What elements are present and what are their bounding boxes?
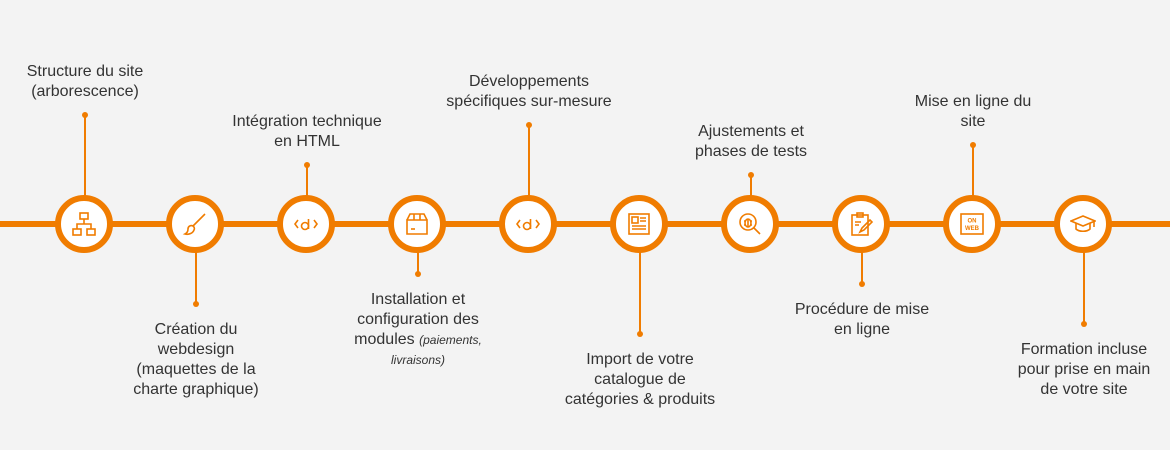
badge-bottom-text: WEB <box>965 226 980 232</box>
bug-search-icon <box>739 213 761 235</box>
connector-line <box>750 175 752 199</box>
code-icon <box>294 219 318 231</box>
label-line: catégories & produits <box>564 391 716 408</box>
step-label: Installation et configuration des module… <box>318 290 518 370</box>
connector-dot <box>193 301 199 307</box>
sitemap-icon <box>72 212 96 236</box>
label-line: webdesign <box>157 341 235 358</box>
graduation-cap-icon <box>1070 215 1096 233</box>
label-line: Intégration technique <box>232 113 382 130</box>
label-line: spécifiques sur-mesure <box>446 93 612 110</box>
badge-top-text: ON <box>968 219 977 225</box>
step-label: Intégration technique en HTML <box>207 112 407 152</box>
step-label: Ajustements et phases de tests <box>651 122 851 162</box>
step-node <box>832 195 890 253</box>
step-label: Procédure de mise en ligne <box>762 300 962 340</box>
step-node <box>55 195 113 253</box>
label-line: modules <box>354 331 415 348</box>
connector-line <box>417 249 419 273</box>
connector-dot <box>859 281 865 287</box>
label-line: Structure du site <box>26 63 144 80</box>
label-line: de votre site <box>1040 381 1128 398</box>
label-line: Mise en ligne du <box>914 93 1032 110</box>
label-line: charte graphique) <box>133 381 259 398</box>
label-line: Procédure de mise <box>794 301 930 318</box>
label-line: Formation incluse <box>1020 341 1148 358</box>
connector-line <box>195 249 197 303</box>
label-line: Ajustements et <box>698 123 804 140</box>
step-label: Création du webdesign (maquettes de la c… <box>96 320 296 400</box>
label-line: Import de votre <box>586 351 694 368</box>
connector-line <box>972 145 974 199</box>
connector-line <box>1083 249 1085 323</box>
label-note: livraisons) <box>390 353 445 367</box>
label-line: en ligne <box>833 321 891 338</box>
code-icon <box>516 219 540 231</box>
connector-line <box>306 165 308 199</box>
step-node <box>277 195 335 253</box>
label-line: Installation et <box>370 291 466 308</box>
connector-line <box>528 125 530 199</box>
step-node <box>499 195 557 253</box>
label-line: Création du <box>154 321 238 338</box>
connector-line <box>639 249 641 333</box>
label-note: (paiements, <box>419 333 482 347</box>
connector-line <box>84 115 86 199</box>
label-line: catalogue de <box>594 371 686 388</box>
label-line: (maquettes de la <box>136 361 256 378</box>
label-line: pour prise en main <box>1017 361 1151 378</box>
step-node <box>388 195 446 253</box>
connector-dot <box>637 331 643 337</box>
label-line: (arborescence) <box>31 83 139 100</box>
catalog-icon <box>628 213 650 235</box>
step-label: Développements spécifiques sur-mesure <box>429 72 629 112</box>
brush-icon <box>182 213 206 236</box>
connector-dot <box>415 271 421 277</box>
timeline-line <box>0 221 1170 227</box>
label-line: phases de tests <box>694 143 808 160</box>
step-label: Import de votre catalogue de catégories … <box>540 350 740 410</box>
connector-line <box>861 249 863 283</box>
step-label: Mise en ligne du site <box>873 92 1073 132</box>
step-node <box>721 195 779 253</box>
step-node <box>166 195 224 253</box>
label-line: Développements <box>468 73 590 90</box>
step-label: Formation incluse pour prise en main de … <box>984 340 1170 400</box>
label-line: site <box>960 113 986 130</box>
step-node <box>610 195 668 253</box>
label-line: configuration des <box>357 311 479 328</box>
step-node: ON WEB <box>943 195 1001 253</box>
clipboard-edit-icon <box>851 212 874 236</box>
on-web-icon: ON WEB <box>960 213 984 235</box>
package-icon <box>406 213 428 235</box>
step-label: Structure du site (arborescence) <box>0 62 185 102</box>
connector-dot <box>1081 321 1087 327</box>
label-line: en HTML <box>274 133 340 150</box>
step-node <box>1054 195 1112 253</box>
